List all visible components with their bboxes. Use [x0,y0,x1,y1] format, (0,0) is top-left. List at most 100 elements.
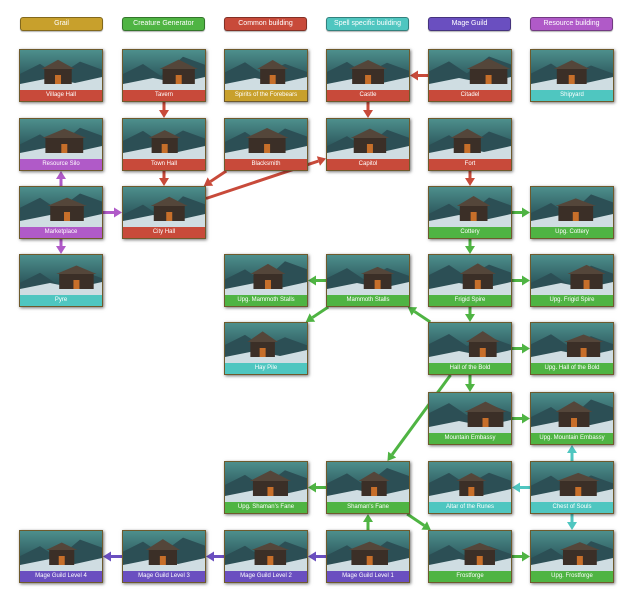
node-label: Frostforge [429,571,511,582]
node-upg-shamans-fane[interactable]: Upg. Shaman's Fane [224,461,308,514]
arrowhead-upg_mammoth [308,275,316,286]
winter-scene-image [327,255,409,297]
node-label: Castle [327,90,409,101]
winter-scene-image [20,255,102,297]
building-thumbnail [327,50,409,92]
node-upg-frostforge[interactable]: Upg. Frostforge [530,530,614,583]
building-thumbnail [123,119,205,161]
node-label: Tavern [123,90,205,101]
node-upg-mountain-embassy[interactable]: Upg. Mountain Embassy [530,392,614,445]
node-pyre[interactable]: Pyre [19,254,103,307]
building-thumbnail [225,323,307,365]
building-thumbnail [429,187,511,229]
node-label: Upg. Mountain Embassy [531,433,613,444]
node-label: Pyre [20,295,102,306]
arrowhead-capitol [363,110,373,118]
building-thumbnail [225,119,307,161]
winter-scene-image [429,119,511,161]
winter-scene-image [429,393,511,435]
arrowhead-cottery [465,178,475,186]
node-mammoth-stalls[interactable]: Mammoth Stalls [326,254,410,307]
node-label: Shaman's Fane [327,502,409,513]
arrow-mammoth-to-hay_pile [311,305,330,319]
node-marketplace[interactable]: Marketplace [19,186,103,239]
node-fort[interactable]: Fort [428,118,512,171]
building-thumbnail [327,255,409,297]
node-citadel[interactable]: Citadel [428,49,512,102]
node-frigid-spire[interactable]: Frigid Spire [428,254,512,307]
node-label: Mountain Embassy [429,433,511,444]
legend-creature-generator: Creature Generator [122,17,205,31]
node-village-hall[interactable]: Village Hall [19,49,103,102]
winter-scene-image [20,531,102,573]
building-thumbnail [327,531,409,573]
winter-scene-image [531,462,613,504]
node-shamans-fane[interactable]: Shaman's Fane [326,461,410,514]
node-label: Marketplace [20,227,102,238]
node-chest-of-souls[interactable]: Chest of Souls [530,461,614,514]
winter-scene-image [20,187,102,229]
node-tavern[interactable]: Tavern [122,49,206,102]
node-upg-cottery[interactable]: Upg. Cottery [530,186,614,239]
node-hay-pile[interactable]: Hay Pile [224,322,308,375]
node-label: Fort [429,159,511,170]
winter-scene-image [123,50,205,92]
node-label: Capitol [327,159,409,170]
building-thumbnail [327,119,409,161]
building-thumbnail [20,119,102,161]
node-mage-guild-level-4[interactable]: Mage Guild Level 4 [19,530,103,583]
arrowhead-hay_pile [305,313,316,322]
arrowhead-upg_frostforge [567,522,577,530]
node-capitol[interactable]: Capitol [326,118,410,171]
winter-scene-image [225,119,307,161]
winter-scene-image [429,462,511,504]
winter-scene-image [429,187,511,229]
winter-scene-image [225,50,307,92]
node-shipyard[interactable]: Shipyard [530,49,614,102]
node-castle[interactable]: Castle [326,49,410,102]
node-upg-frigid-spire[interactable]: Upg. Frigid Spire [530,254,614,307]
node-blacksmith[interactable]: Blacksmith [224,118,308,171]
node-mountain-embassy[interactable]: Mountain Embassy [428,392,512,445]
building-thumbnail [429,119,511,161]
winter-scene-image [20,50,102,92]
node-label: Hall of the Bold [429,363,511,374]
arrowhead-upg_mountain_embassy [522,413,530,424]
node-spirits-of-the-forebears[interactable]: Spirits of the Forebears [224,49,308,102]
node-label: Upg. Mammoth Stalls [225,295,307,306]
building-thumbnail [531,393,613,435]
node-mage-guild-level-2[interactable]: Mage Guild Level 2 [224,530,308,583]
node-label: City Hall [123,227,205,238]
arrowhead-capitol [316,156,326,166]
winter-scene-image [225,255,307,297]
node-cottery[interactable]: Cottery [428,186,512,239]
arrowhead-pyre [56,246,66,254]
node-altar-of-the-runes[interactable]: Altar of the Runes [428,461,512,514]
building-thumbnail [20,187,102,229]
winter-scene-image [429,255,511,297]
node-mage-guild-level-1[interactable]: Mage Guild Level 1 [326,530,410,583]
legend-common-building: Common building [224,17,307,31]
node-label: Mage Guild Level 2 [225,571,307,582]
building-thumbnail [429,462,511,504]
arrowhead-city_hall [159,178,169,186]
node-city-hall[interactable]: City Hall [122,186,206,239]
building-thumbnail [225,255,307,297]
winter-scene-image [531,393,613,435]
node-upg-hall-of-the-bold[interactable]: Upg. Hall of the Bold [530,322,614,375]
node-hall-of-the-bold[interactable]: Hall of the Bold [428,322,512,375]
node-town-hall[interactable]: Town Hall [122,118,206,171]
node-label: Mage Guild Level 3 [123,571,205,582]
node-upg-mammoth-stalls[interactable]: Upg. Mammoth Stalls [224,254,308,307]
building-thumbnail [429,50,511,92]
building-thumbnail [531,187,613,229]
building-thumbnail [327,462,409,504]
winter-scene-image [123,187,205,229]
node-resource-silo[interactable]: Resource Silo [19,118,103,171]
arrowhead-frostforge [421,521,431,530]
node-mage-guild-level-3[interactable]: Mage Guild Level 3 [122,530,206,583]
arrowhead-town_hall [159,110,169,118]
winter-scene-image [429,323,511,365]
node-frostforge[interactable]: Frostforge [428,530,512,583]
